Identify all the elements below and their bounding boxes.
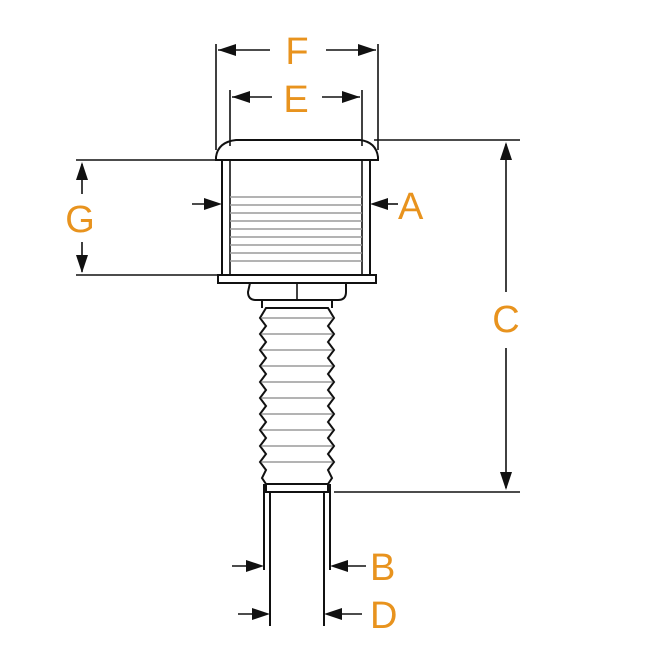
arrowhead-e-left (232, 91, 250, 103)
arrowhead-a-right (370, 198, 388, 210)
arrowhead-e-right (342, 91, 360, 103)
body-thread-lines (230, 196, 362, 262)
arrowhead-f-left (218, 44, 236, 56)
arrowhead-c-bottom (500, 472, 512, 490)
fitting-body (221, 159, 371, 276)
nut-plate (217, 274, 377, 284)
label-d: D (370, 595, 397, 637)
label-c: C (492, 299, 519, 341)
dimension-a: A (192, 186, 424, 228)
fitting-part (215, 139, 379, 626)
label-g: G (65, 199, 95, 241)
arrowhead-d-left (252, 608, 270, 620)
arrowhead-c-top (500, 142, 512, 160)
arrowhead-f-right (358, 44, 376, 56)
hex-collar (246, 282, 347, 301)
dimension-d: D (238, 595, 397, 637)
label-a: A (398, 186, 424, 228)
label-b: B (370, 547, 395, 589)
dimension-f: F (215, 31, 379, 150)
arrowhead-g-bottom (76, 255, 88, 273)
bore-tube (265, 483, 329, 493)
label-f: F (285, 31, 308, 73)
arrowhead-g-top (76, 162, 88, 180)
stem-thread-lines (262, 317, 332, 463)
arrowhead-d-right (324, 608, 342, 620)
arrowhead-b-left (246, 560, 264, 572)
dimension-g: G (65, 159, 222, 276)
dimension-e: E (229, 79, 363, 146)
dimension-c: C (334, 139, 520, 493)
dimension-b: B (232, 547, 395, 589)
arrowhead-b-right (330, 560, 348, 572)
flange-cap (215, 139, 379, 161)
label-e: E (283, 79, 308, 121)
arrowhead-a-left (204, 198, 222, 210)
